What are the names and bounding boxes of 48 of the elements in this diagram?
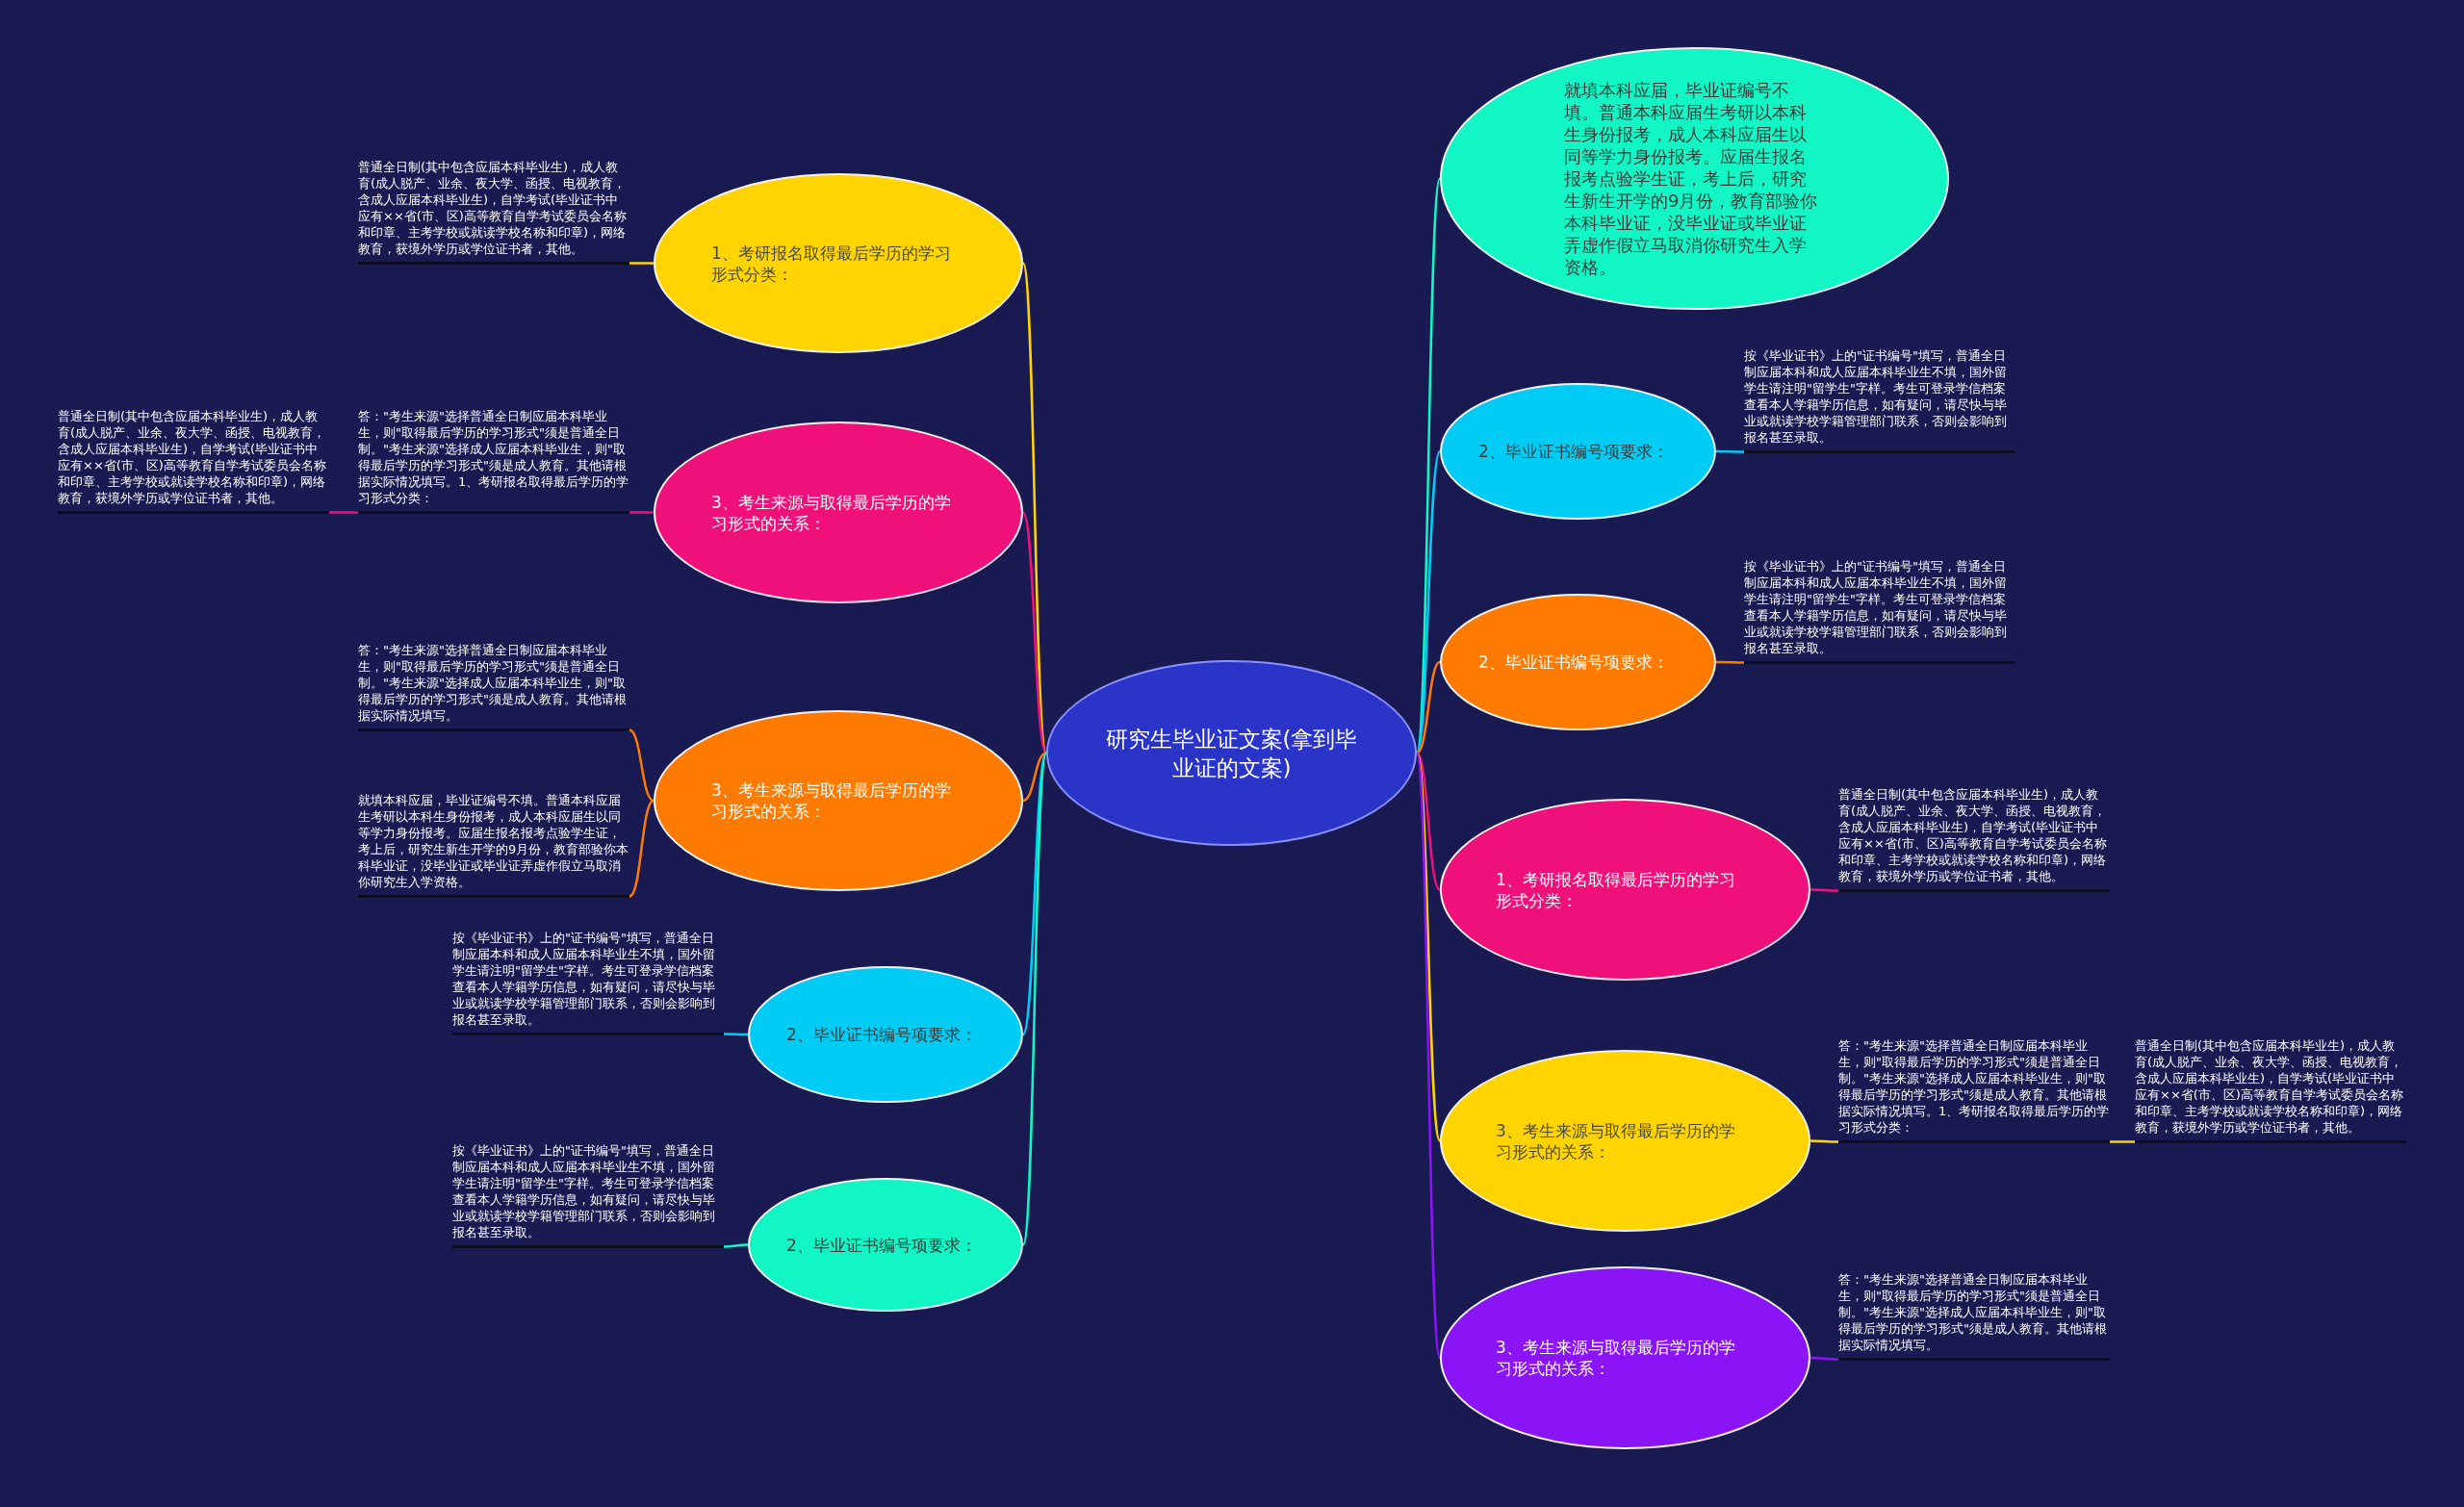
connector (1415, 753, 1442, 1141)
underlined-note: 按《毕业证书》上的"证书编号"填写，普通全日制应届本科和成人应届本科毕业生不填，国外留学生请注明"留学生"字样。考生可登录学信档案查看本人学籍学历信息，如有疑问，请尽快与毕业或就读学校学籍管理部门联系，否则会影响到报名甚至录取。 (1744, 347, 2015, 453)
topic-ellipse: 2、毕业证书编号项要求： (748, 966, 1023, 1103)
connector (1021, 511, 1048, 754)
topic-ellipse: 2、毕业证书编号项要求： (1440, 594, 1716, 730)
connector (1021, 753, 1048, 1245)
connector (629, 511, 654, 514)
underlined-note: 答："考生来源"选择普通全日制应届本科毕业生，则"取得最后学历的学习形式"须是普通全日制。"考生来源"选择成人应届本科毕业生，则"取得最后学历的学习形式"须是成人教育。其他请根据实际情况填写。1、考研报名取得最后学历的学习形式分类： (358, 408, 629, 514)
connector (629, 262, 654, 265)
connector (1415, 753, 1442, 1359)
topic-ellipse: 1、考研报名取得最后学历的学习形式分类： (654, 173, 1023, 353)
topic-ellipse: 3、考生来源与取得最后学历的学习形式的关系： (1440, 1050, 1810, 1232)
underlined-note: 按《毕业证书》上的"证书编号"填写，普通全日制应届本科和成人应届本科毕业生不填，国外留学生请注明"留学生"字样。考生可登录学信档案查看本人学籍学历信息，如有疑问，请尽快与毕业或就读学校学籍管理部门联系，否则会影响到报名甚至录取。 (452, 930, 724, 1035)
connector (1022, 752, 1047, 803)
connector (1716, 660, 1744, 664)
connector (1415, 450, 1442, 754)
connector (629, 728, 654, 803)
underlined-note: 按《毕业证书》上的"证书编号"填写，普通全日制应届本科和成人应届本科毕业生不填，国外留学生请注明"留学生"字样。考生可登录学信档案查看本人学籍学历信息，如有疑问，请尽快与毕业或就读学校学籍管理部门联系，否则会影响到报名甚至录取。 (1744, 558, 2015, 664)
topic-ellipse: 2、毕业证书编号项要求： (748, 1178, 1023, 1312)
underlined-note: 答："考生来源"选择普通全日制应届本科毕业生，则"取得最后学历的学习形式"须是普通全日制。"考生来源"选择成人应届本科毕业生，则"取得最后学历的学习形式"须是成人教育。其他请根据实际情况填写。 (1838, 1271, 2110, 1361)
connector (2110, 1140, 2135, 1143)
topic-ellipse: 2、毕业证书编号项要求： (1440, 383, 1716, 520)
connector (1021, 752, 1048, 1035)
connector (1415, 178, 1442, 754)
underlined-note: 普通全日制(其中包含应届本科毕业生)，成人教育(成人脱产、业余、夜大学、函授、电视教育，含成人应届本科毕业生)，自学考试(毕业证书中应有××省(市、区)高等教育自学考试委员会名称和印章、主考学校或就读学校名称和印章)，网络教育，获境外学历或学位证书者，其他。 (358, 159, 629, 265)
connector (1416, 752, 1441, 891)
connector (1810, 888, 1838, 892)
underlined-note: 答："考生来源"选择普通全日制应届本科毕业生，则"取得最后学历的学习形式"须是普通全日制。"考生来源"选择成人应届本科毕业生，则"取得最后学历的学习形式"须是成人教育。其他请根据实际情况填写。 (358, 642, 629, 731)
connector (329, 511, 358, 514)
underlined-note: 普通全日制(其中包含应届本科毕业生)，成人教育(成人脱产、业余、夜大学、函授、电视教育，含成人应届本科毕业生)，自学考试(毕业证书中应有××省(市、区)高等教育自学考试委员会名称和印章、主考学校或就读学校名称和印章)，网络教育，获境外学历或学位证书者，其他。 (58, 408, 329, 514)
underlined-note: 普通全日制(其中包含应届本科毕业生)，成人教育(成人脱产、业余、夜大学、函授、电视教育，含成人应届本科毕业生)，自学考试(毕业证书中应有××省(市、区)高等教育自学考试委员会名称和印章、主考学校或就读学校名称和印章)，网络教育，获境外学历或学位证书者，其他。 (1838, 786, 2110, 892)
topic-ellipse: 就填本科应届，毕业证编号不填。普通本科应届生考研以本科生身份报考，成人本科应届生以同等学力身份报考。应届生报名报考点验学生证，考上后，研究生新生开学的9月份，教育部验你本科毕业证，没毕业证或毕业证弄虚作假立马取消你研究生入学资格。 (1440, 47, 1949, 310)
topic-ellipse: 1、考研报名取得最后学历的学习形式分类： (1440, 799, 1810, 981)
underlined-note: 答："考生来源"选择普通全日制应届本科毕业生，则"取得最后学历的学习形式"须是普通全日制。"考生来源"选择成人应届本科毕业生，则"取得最后学历的学习形式"须是成人教育。其他请根据实际情况填写。1、考研报名取得最后学历的学习形式分类： (1838, 1037, 2110, 1143)
topic-ellipse: 3、考生来源与取得最后学历的学习形式的关系： (654, 421, 1023, 603)
connector (1416, 660, 1441, 754)
connector (629, 799, 654, 898)
central-topic-ellipse: 研究生毕业证文案(拿到毕业证的文案) (1046, 660, 1417, 846)
connector (724, 1243, 748, 1248)
connector (1810, 1139, 1838, 1143)
connector (724, 1033, 748, 1036)
connector (1810, 1356, 1838, 1361)
topic-ellipse: 3、考生来源与取得最后学历的学习形式的关系： (654, 710, 1023, 891)
underlined-note: 就填本科应届，毕业证编号不填。普通本科应届生考研以本科生身份报考，成人本科应届生以同等学力身份报考。应届生报名报考点验学生证，考上后，研究生新生开学的9月份，教育部验你本科毕业证，没毕业证或毕业证弄虚作假立马取消你研究生入学资格。 (358, 792, 629, 898)
connector (1716, 449, 1744, 453)
underlined-note: 按《毕业证书》上的"证书编号"填写，普通全日制应届本科和成人应届本科毕业生不填，国外留学生请注明"留学生"字样。考生可登录学信档案查看本人学籍学历信息，如有疑问，请尽快与毕业或就读学校学籍管理部门联系，否则会影响到报名甚至录取。 (452, 1142, 724, 1248)
underlined-note: 普通全日制(其中包含应届本科毕业生)，成人教育(成人脱产、业余、夜大学、函授、电视教育，含成人应届本科毕业生)，自学考试(毕业证书中应有××省(市、区)高等教育自学考试委员会名称和印章、主考学校或就读学校名称和印章)，网络教育，获境外学历或学位证书者，其他。 (2135, 1037, 2406, 1143)
topic-ellipse: 3、考生来源与取得最后学历的学习形式的关系： (1440, 1266, 1810, 1449)
